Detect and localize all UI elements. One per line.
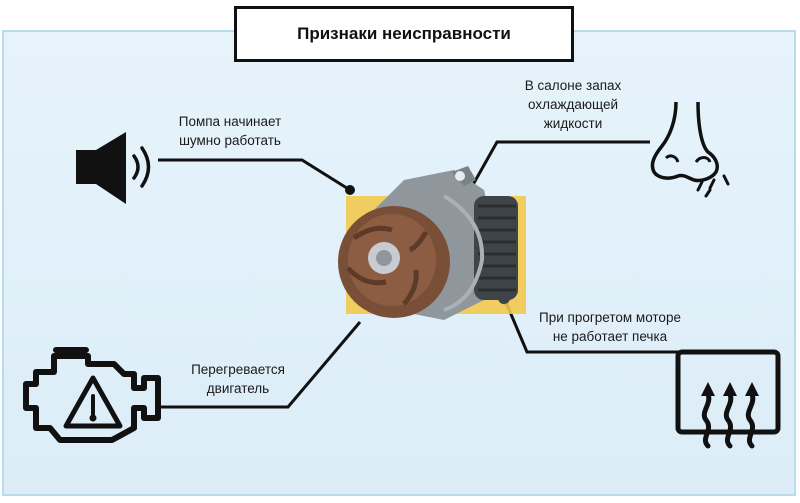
speaker-icon <box>76 132 151 204</box>
engine-warning-icon <box>23 347 161 443</box>
label-overheat-line-1: Перегревается <box>191 362 285 377</box>
label-noise-line-2: шумно работать <box>179 133 281 148</box>
label-smell: В салоне запах охлаждающей жидкости <box>508 76 638 133</box>
connector-noise <box>158 158 351 192</box>
label-noise-line-1: Помпа начинает <box>178 114 282 129</box>
diagram-title: Признаки неисправности <box>297 24 511 43</box>
label-noise: Помпа начинает шумно работать <box>165 112 295 150</box>
connector-heater <box>503 299 680 354</box>
label-overheat: Перегревается двигатель <box>178 360 298 398</box>
connector-smell <box>468 140 650 191</box>
connector-overheat <box>160 321 362 409</box>
label-heater-line-1: При прогретом моторе <box>539 310 681 325</box>
pump-pulley <box>474 196 518 300</box>
label-smell-line-1: В салоне запах <box>524 78 622 93</box>
connector-noise-dot <box>345 185 355 195</box>
nose-icon <box>650 101 730 198</box>
label-smell-line-3: жидкости <box>543 116 603 131</box>
label-heater-line-2: не работает печка <box>552 329 668 344</box>
heater-icon <box>675 349 781 449</box>
label-heater: При прогретом моторе не работает печка <box>525 308 695 346</box>
label-smell-line-2: охлаждающей <box>527 97 619 112</box>
water-pump-image <box>338 166 526 320</box>
pump-impeller <box>338 206 450 318</box>
title-box: Признаки неисправности <box>234 6 574 62</box>
label-overheat-line-2: двигатель <box>206 381 270 396</box>
